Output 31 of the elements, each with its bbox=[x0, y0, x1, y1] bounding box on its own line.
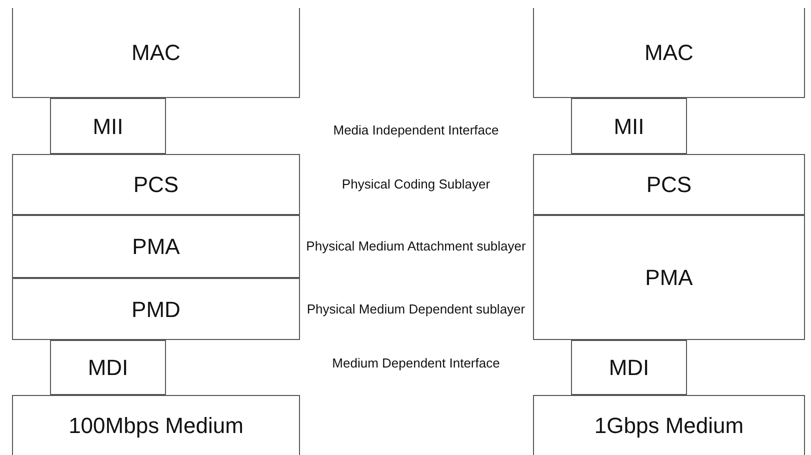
layer-box bbox=[533, 215, 805, 340]
layer-box bbox=[50, 340, 166, 395]
layer-label: 100Mbps Medium bbox=[68, 412, 244, 440]
layer-label: PMD bbox=[132, 296, 180, 324]
layer-box bbox=[12, 278, 300, 340]
layer-label: PMA bbox=[645, 264, 693, 292]
layer-label: MDI bbox=[608, 354, 650, 382]
layer-description: Media Independent Interface bbox=[333, 121, 499, 140]
layer-box bbox=[12, 215, 300, 278]
layer-box bbox=[533, 154, 805, 215]
layer-box bbox=[571, 340, 687, 395]
layer-box bbox=[12, 154, 300, 215]
layer-label: PCS bbox=[646, 171, 692, 199]
layer-description: Physical Medium Dependent sublayer bbox=[306, 300, 526, 318]
layer-description: Medium Dependent Interface bbox=[332, 354, 500, 372]
layer-label: MII bbox=[614, 112, 644, 140]
layer-label: 1Gbps Medium bbox=[594, 412, 744, 440]
layer-description: Physical Coding Sublayer bbox=[342, 175, 490, 194]
layer-label: MAC bbox=[644, 39, 694, 67]
layer-label: MDI bbox=[88, 354, 128, 382]
layer-box bbox=[12, 8, 300, 98]
layer-label: PCS bbox=[133, 171, 179, 199]
layer-description: Physical Medium Attachment sublayer bbox=[306, 237, 526, 256]
layer-label: MII bbox=[92, 112, 124, 140]
layer-label: PMA bbox=[132, 233, 180, 261]
layer-box bbox=[571, 98, 687, 154]
layer-label: MAC bbox=[132, 39, 180, 67]
layer-box bbox=[533, 8, 805, 98]
layer-box bbox=[533, 395, 805, 455]
layer-box bbox=[12, 395, 300, 455]
layer-box bbox=[50, 98, 166, 154]
